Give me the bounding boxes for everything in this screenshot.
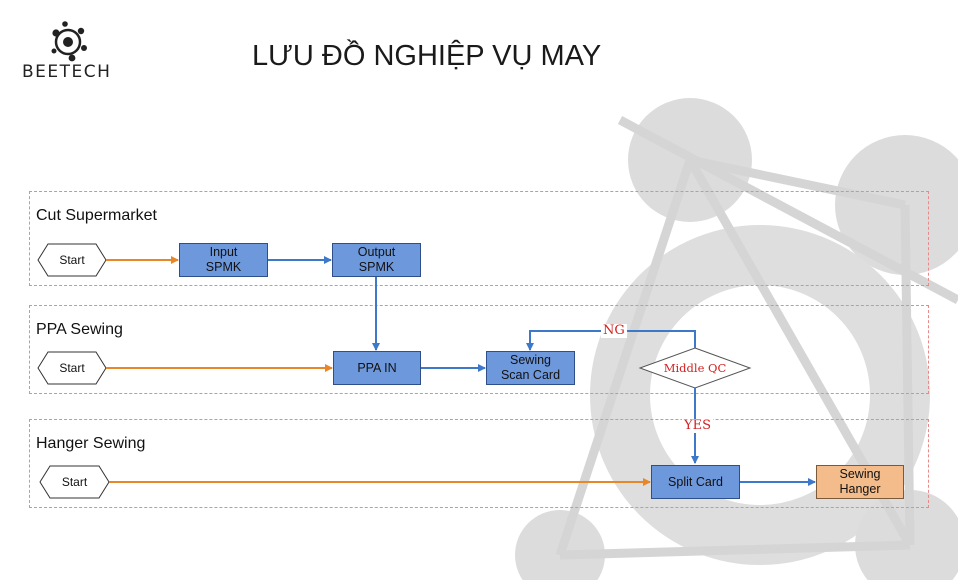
sewing-hanger-node: Sewing Hanger xyxy=(816,465,904,499)
ng-edge-label: NG xyxy=(601,323,627,338)
page-title: LƯU ĐỒ NGHIỆP VỤ MAY xyxy=(252,40,602,72)
start-cut-node: Start xyxy=(59,253,85,267)
ppa-in-label: PPA IN xyxy=(357,360,397,375)
middle-qc-node: Middle QC xyxy=(663,361,727,375)
lane-label-hanger: Hanger Sewing xyxy=(36,435,146,452)
start-cut-shape xyxy=(37,243,107,277)
output-spmk-node: Output SPMK xyxy=(332,243,421,277)
sewing-scan-card-label: Sewing Scan Card xyxy=(500,353,561,382)
start-ppa-node: Start xyxy=(59,361,85,375)
lane-ppa-sewing xyxy=(29,305,929,394)
start-hanger-node: Start xyxy=(61,475,88,489)
lane-cut-supermarket xyxy=(29,191,929,286)
yes-edge-label: YES xyxy=(682,418,713,433)
lane-hanger-sewing xyxy=(29,419,929,508)
split-card-node: Split Card xyxy=(651,465,740,499)
logo-icon xyxy=(51,21,87,62)
lane-label-cut: Cut Supermarket xyxy=(36,207,157,224)
split-card-label: Split Card xyxy=(668,474,723,489)
start-hanger-shape xyxy=(39,465,110,499)
sewing-scan-card-node: Sewing Scan Card xyxy=(486,351,575,385)
input-spmk-node: Input SPMK xyxy=(179,243,268,277)
start-ppa-shape xyxy=(37,351,107,385)
ppa-in-node: PPA IN xyxy=(333,351,421,385)
input-spmk-label: Input SPMK xyxy=(205,245,242,274)
output-spmk-label: Output SPMK xyxy=(357,245,396,274)
lane-label-ppa: PPA Sewing xyxy=(36,321,123,338)
brand-name: BEETECH xyxy=(22,62,112,82)
sewing-hanger-label: Sewing Hanger xyxy=(839,467,881,496)
